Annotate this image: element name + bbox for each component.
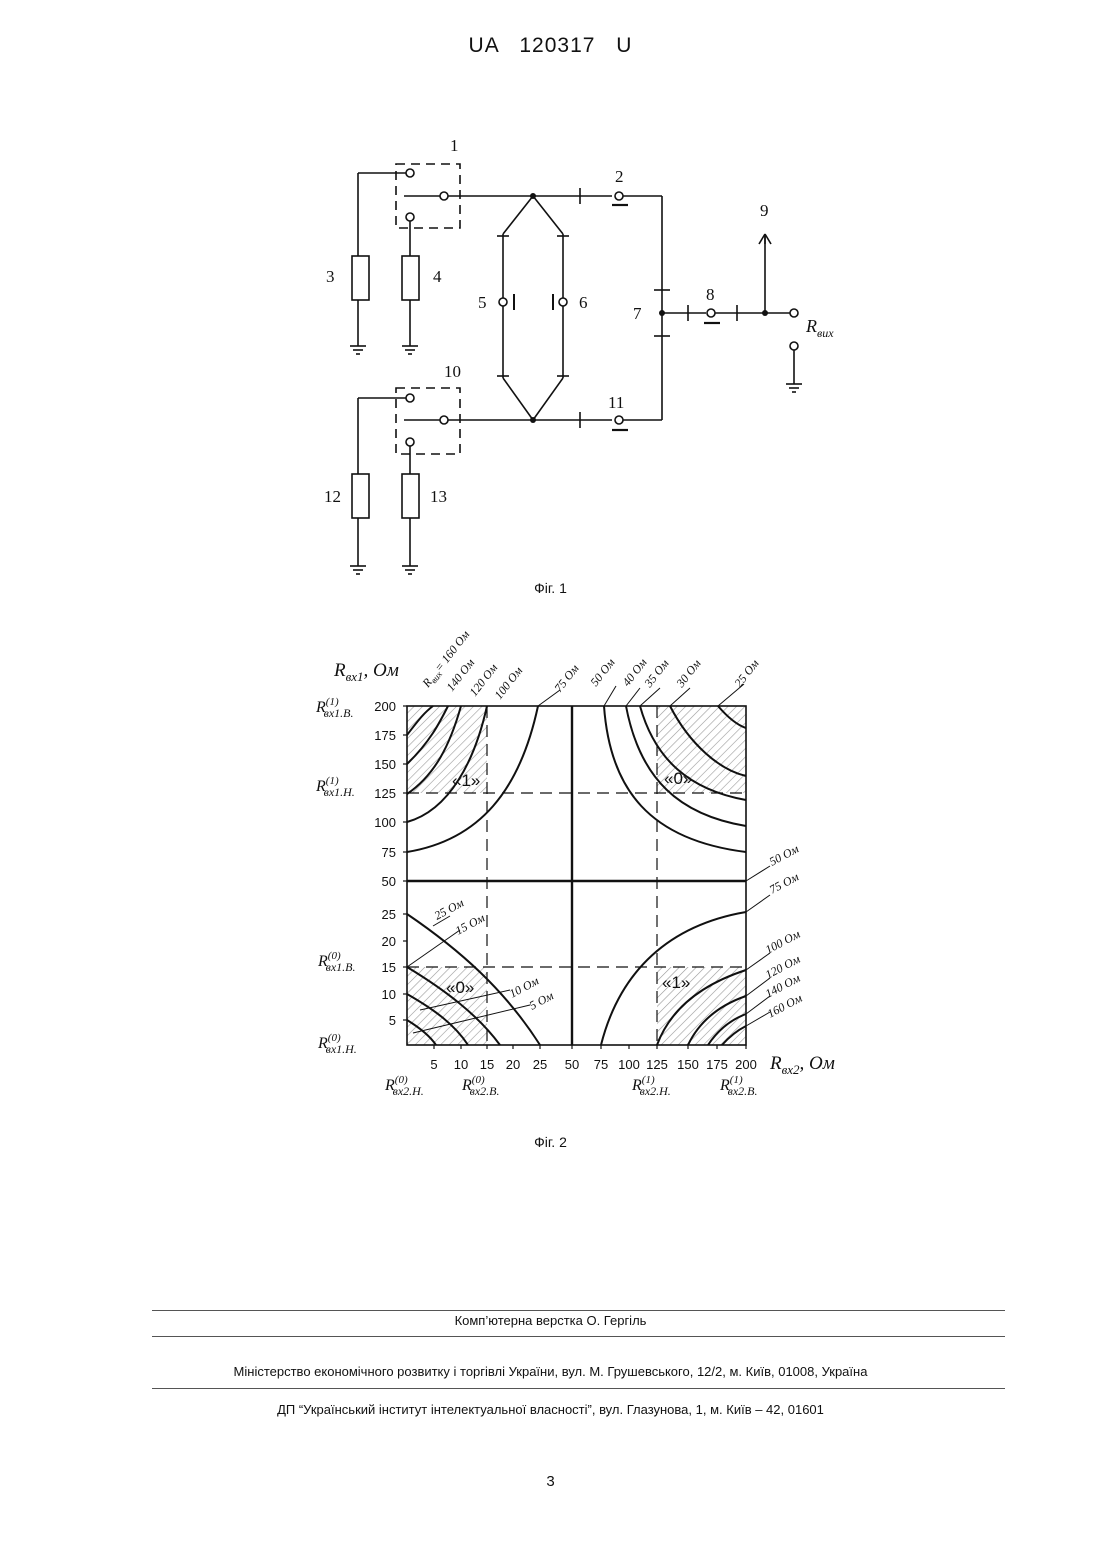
y-tick-20: 20 bbox=[382, 934, 396, 949]
threshold-y-lo-b: R(0)вх1.В. bbox=[317, 950, 355, 974]
y-tick-25: 25 bbox=[382, 907, 396, 922]
curve-label-bl-5: 5 Ом bbox=[527, 988, 556, 1012]
threshold-y-hi-b: R(1)вх1.В. bbox=[315, 696, 353, 720]
x-tick-175: 175 bbox=[706, 1057, 728, 1072]
threshold-x-hi-n: R(1)вх2.Н. bbox=[631, 1074, 671, 1098]
layout-credit: Комп’ютерна верстка О. Гергіль bbox=[0, 1313, 1101, 1328]
y-tick-50: 50 bbox=[382, 874, 396, 889]
y-tick-200: 200 bbox=[374, 699, 396, 714]
region-label-bottom-right: «1» bbox=[662, 973, 690, 992]
region-label-top-left: «1» bbox=[452, 771, 480, 790]
y-tick-10: 10 bbox=[382, 987, 396, 1002]
y-tick-125: 125 bbox=[374, 786, 396, 801]
threshold-x-lo-n: R(0)вх2.Н. bbox=[384, 1074, 424, 1098]
x-tick-10: 10 bbox=[454, 1057, 468, 1072]
y-axis-title: Rвх1, Ом bbox=[333, 660, 399, 684]
curve-label-bl-25: 25 Ом bbox=[432, 895, 467, 922]
curve-label-bl-15: 15 Ом bbox=[453, 910, 488, 937]
curve-label-top-25: 25 Ом bbox=[731, 656, 762, 690]
threshold-y-hi-n: R(1)вх1.Н. bbox=[315, 775, 355, 799]
y-tick-100: 100 bbox=[374, 815, 396, 830]
x-tick-125: 125 bbox=[646, 1057, 668, 1072]
y-tick-175: 175 bbox=[374, 728, 396, 743]
x-tick-50: 50 bbox=[565, 1057, 579, 1072]
curve-label-top-75: 75 Ом bbox=[551, 661, 582, 695]
y-tick-75: 75 bbox=[382, 845, 396, 860]
y-tick-15: 15 bbox=[382, 960, 396, 975]
x-tick-15: 15 bbox=[480, 1057, 494, 1072]
y-tick-150: 150 bbox=[374, 757, 396, 772]
page-number: 3 bbox=[0, 1473, 1101, 1490]
footer-divider-middle bbox=[152, 1336, 1005, 1337]
curve-label-right-50: 50 Ом bbox=[767, 841, 802, 868]
threshold-x-hi-b: R(1)вх2.В. bbox=[719, 1074, 757, 1098]
curve-label-right-75: 75 Ом bbox=[767, 869, 802, 896]
x-tick-5: 5 bbox=[430, 1057, 437, 1072]
curve-label-top-50: 50 Ом bbox=[587, 655, 618, 689]
x-tick-75: 75 bbox=[594, 1057, 608, 1072]
threshold-y-lo-n: R(0)вх1.Н. bbox=[317, 1032, 357, 1056]
x-axis-title: Rвх2, Ом bbox=[769, 1053, 835, 1077]
x-tick-200: 200 bbox=[735, 1057, 757, 1072]
curve-label-right-100: 100 Ом bbox=[763, 927, 803, 957]
x-tick-20: 20 bbox=[506, 1057, 520, 1072]
figure-2-caption: Фіг. 2 bbox=[0, 1134, 1101, 1150]
x-tick-100: 100 bbox=[618, 1057, 640, 1072]
curve-label-top-30: 30 Ом bbox=[673, 656, 704, 690]
region-label-bottom-left: «0» bbox=[446, 978, 474, 997]
footer-divider-bottom bbox=[152, 1388, 1005, 1389]
x-tick-150: 150 bbox=[677, 1057, 699, 1072]
region-label-top-right: «0» bbox=[664, 769, 692, 788]
y-tick-5: 5 bbox=[389, 1013, 396, 1028]
footer-divider-top bbox=[152, 1310, 1005, 1311]
institute-address: ДП “Український інститут інтелектуальної… bbox=[0, 1402, 1101, 1417]
threshold-x-lo-b: R(0)вх2.В. bbox=[461, 1074, 499, 1098]
ministry-address: Міністерство економічного розвитку і тор… bbox=[0, 1364, 1101, 1379]
x-tick-25: 25 bbox=[533, 1057, 547, 1072]
